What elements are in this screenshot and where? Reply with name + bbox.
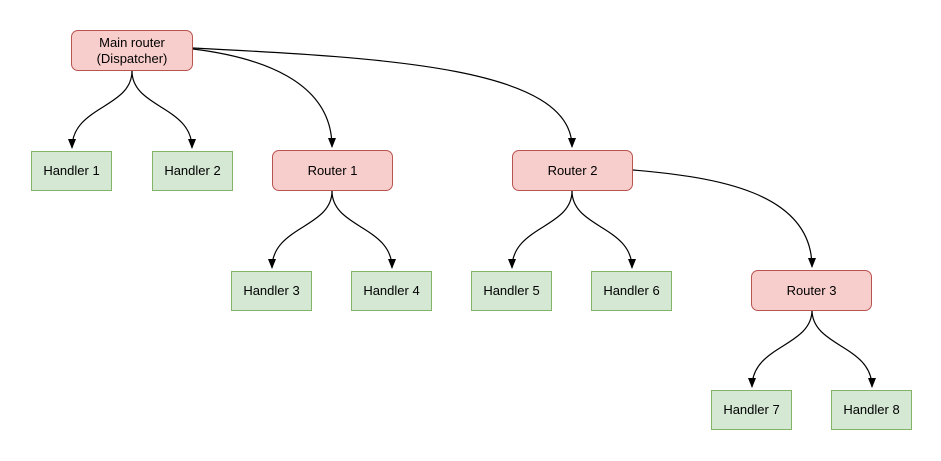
node-handler-6: Handler 6 xyxy=(591,271,672,311)
node-handler-5: Handler 5 xyxy=(471,271,552,311)
edge-router-3-to-handler-7 xyxy=(748,309,813,388)
node-main-router-label-line2: (Dispatcher) xyxy=(96,50,168,66)
node-router-2-label: Router 2 xyxy=(547,162,598,178)
edge-main-to-handler-2 xyxy=(131,70,196,149)
edge-main-to-router-2 xyxy=(192,47,576,148)
node-handler-4: Handler 4 xyxy=(351,271,432,311)
node-handler-7-label: Handler 7 xyxy=(723,402,780,417)
node-handler-8: Handler 8 xyxy=(831,390,912,430)
node-router-3-label: Router 3 xyxy=(786,282,837,298)
edge-router-2-to-handler-6 xyxy=(571,190,636,269)
edge-router-2-to-handler-5 xyxy=(508,190,573,269)
edge-main-to-handler-1 xyxy=(68,70,133,149)
edge-main-to-router-1 xyxy=(192,48,336,148)
edge-router-3-to-handler-8 xyxy=(811,309,876,388)
node-router-1: Router 1 xyxy=(272,150,393,191)
node-handler-1: Handler 1 xyxy=(31,151,112,191)
edge-router-1-to-handler-3 xyxy=(268,190,333,269)
node-router-2: Router 2 xyxy=(512,150,633,191)
node-handler-4-label: Handler 4 xyxy=(363,283,420,298)
node-handler-8-label: Handler 8 xyxy=(843,402,900,417)
node-handler-7: Handler 7 xyxy=(711,390,792,430)
node-handler-2: Handler 2 xyxy=(152,151,233,191)
node-router-3: Router 3 xyxy=(751,270,872,311)
edge-router-2-to-router-3 xyxy=(632,169,816,268)
edge-router-1-to-handler-4 xyxy=(331,190,396,269)
node-main-router: Main router (Dispatcher) xyxy=(71,30,193,71)
node-handler-3-label: Handler 3 xyxy=(243,283,300,298)
node-handler-6-label: Handler 6 xyxy=(603,283,660,298)
node-router-1-label: Router 1 xyxy=(307,162,358,178)
node-handler-5-label: Handler 5 xyxy=(483,283,540,298)
node-handler-2-label: Handler 2 xyxy=(164,163,221,178)
node-main-router-label-line1: Main router xyxy=(99,34,165,50)
node-handler-1-label: Handler 1 xyxy=(43,163,100,178)
node-handler-3: Handler 3 xyxy=(231,271,312,311)
